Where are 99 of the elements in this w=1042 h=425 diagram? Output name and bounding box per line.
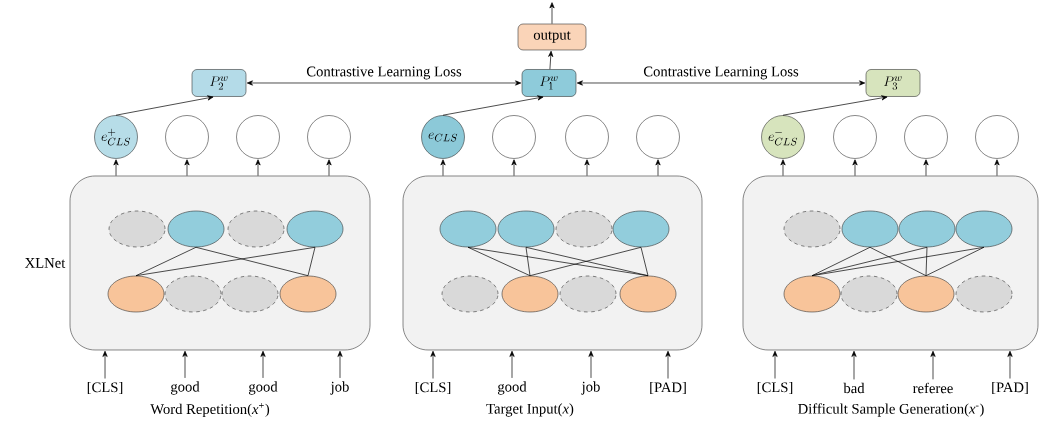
arrow — [782, 95, 888, 116]
input-token: [CLS] — [87, 381, 123, 395]
arrow — [255, 159, 261, 177]
model-label: XLNet — [25, 258, 66, 268]
hidden-state-ellipse — [955, 210, 1013, 248]
connection-line — [467, 246, 531, 277]
arrow — [994, 159, 1000, 177]
embedding-circle — [565, 115, 609, 159]
hidden-state-ellipse — [108, 210, 166, 248]
input-token: job — [330, 381, 349, 395]
connection-line — [811, 246, 871, 277]
panel-caption: Target Input(x) — [486, 403, 574, 417]
hidden-state-ellipse — [619, 275, 677, 313]
hidden-state-ellipse — [783, 275, 841, 313]
embedding-circle — [236, 115, 280, 159]
connection-line — [135, 246, 316, 277]
input-token: [CLS] — [757, 381, 793, 395]
hidden-state-ellipse — [164, 275, 222, 313]
embedding-circle — [492, 115, 536, 159]
hidden-state-ellipse — [555, 210, 613, 248]
arrow — [115, 95, 214, 116]
hidden-state-ellipse — [501, 275, 559, 313]
arrow — [442, 95, 544, 116]
arrow — [184, 159, 190, 177]
embedding-circle — [975, 115, 1019, 159]
arrow — [584, 159, 590, 177]
arrow — [549, 2, 555, 25]
arrow — [326, 159, 332, 177]
connection-line — [869, 246, 927, 277]
hidden-state-ellipse — [107, 275, 165, 313]
panel-caption: Difficult Sample Generation(x$^{-}$) — [798, 403, 984, 417]
hidden-state-ellipse — [955, 275, 1013, 313]
arrow — [923, 159, 929, 177]
edge-label: Contrastive Learning Loss — [642, 65, 800, 81]
arrow — [851, 350, 857, 380]
input-token: job — [581, 381, 600, 395]
arrow — [548, 50, 554, 70]
arrow — [113, 159, 119, 177]
connection-line — [640, 246, 649, 277]
embedding-circle — [904, 115, 948, 159]
connection-line — [307, 246, 316, 277]
input-token: good — [249, 381, 278, 395]
input-token: good — [498, 381, 527, 395]
input-token: [CLS] — [415, 381, 451, 395]
hidden-state-ellipse — [221, 275, 279, 313]
hidden-state-ellipse — [612, 210, 670, 248]
hidden-state-ellipse — [559, 275, 617, 313]
arrow — [182, 350, 188, 379]
arrow — [588, 350, 594, 379]
hidden-state-ellipse — [279, 275, 337, 313]
arrow — [430, 350, 436, 379]
input-token: bad — [843, 382, 865, 394]
arrow — [852, 159, 858, 177]
double-arrow — [576, 80, 866, 86]
embedding-circle — [307, 115, 351, 159]
connection-line — [135, 246, 197, 277]
connection-line — [525, 246, 531, 277]
input-token: good — [171, 381, 200, 395]
arrow — [440, 159, 446, 177]
embedding-circle — [165, 115, 209, 159]
connection-line — [925, 246, 985, 277]
hidden-state-ellipse — [897, 275, 955, 313]
hidden-state-ellipse — [497, 210, 555, 248]
hidden-state-ellipse — [840, 275, 898, 313]
output-box: output — [517, 23, 587, 51]
hidden-state-ellipse — [783, 210, 841, 248]
connection-line — [925, 246, 928, 277]
hidden-state-ellipse — [286, 210, 344, 248]
connection-line — [195, 246, 309, 277]
hidden-state-ellipse — [898, 210, 956, 248]
probability-box: $P_{1}^{w}$ — [521, 69, 577, 97]
connection-line — [811, 246, 985, 277]
panel-caption: Word Repetition(x$^{+}$) — [150, 403, 270, 417]
double-arrow — [246, 80, 522, 86]
input-token: referee — [913, 382, 953, 394]
arrow — [655, 159, 661, 177]
input-token: [PAD] — [650, 381, 686, 395]
arrow — [260, 350, 266, 379]
arrow — [1007, 350, 1013, 379]
hidden-state-ellipse — [841, 210, 899, 248]
connection-line — [811, 246, 928, 277]
hidden-state-ellipse — [439, 210, 497, 248]
input-token: [PAD] — [992, 381, 1028, 395]
arrow — [930, 350, 936, 380]
arrow — [665, 350, 671, 379]
hidden-state-ellipse — [227, 210, 285, 248]
probability-box: $P_{3}^{w}$ — [865, 69, 921, 97]
arrow — [780, 159, 786, 177]
hidden-state-ellipse — [167, 210, 225, 248]
edge-label: Contrastive Learning Loss — [305, 65, 463, 81]
probability-box: $P_{2}^{w}$ — [191, 69, 247, 97]
embedding-circle — [636, 115, 680, 159]
arrow — [102, 350, 108, 379]
arrow — [509, 350, 515, 379]
arrow — [337, 350, 343, 379]
arrow — [772, 350, 778, 379]
embedding-circle — [833, 115, 877, 159]
arrow — [511, 159, 517, 177]
hidden-state-ellipse — [441, 275, 499, 313]
